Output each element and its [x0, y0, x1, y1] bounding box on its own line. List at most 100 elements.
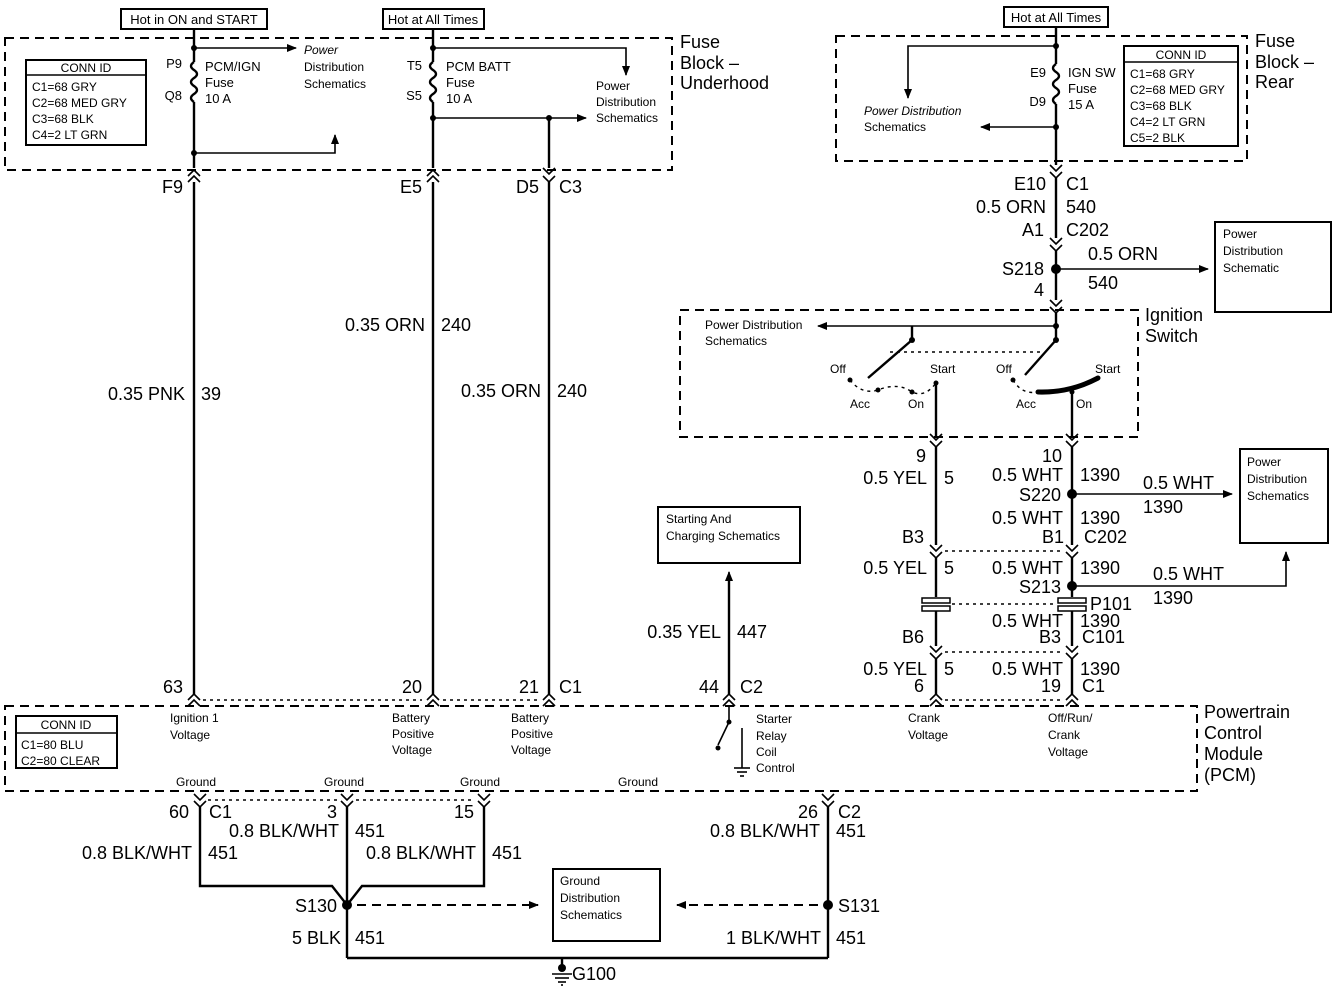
svg-text:39: 39	[201, 384, 221, 404]
svg-text:Power Distribution: Power Distribution	[705, 318, 802, 332]
svg-text:Acc: Acc	[850, 397, 870, 411]
svg-text:C2=68 MED GRY: C2=68 MED GRY	[1130, 83, 1225, 97]
svg-text:60: 60	[169, 802, 189, 822]
svg-text:1390: 1390	[1143, 497, 1183, 517]
svg-text:Schematic: Schematic	[1223, 261, 1279, 275]
svg-text:PCM/IGN: PCM/IGN	[205, 59, 261, 74]
svg-text:Positive: Positive	[392, 727, 434, 741]
svg-text:C3=68 BLK: C3=68 BLK	[1130, 99, 1192, 113]
svg-text:S218: S218	[1002, 259, 1044, 279]
svg-text:5 BLK: 5 BLK	[292, 928, 341, 948]
pin-d5: D5	[516, 177, 539, 197]
g100-ground-icon	[552, 964, 572, 986]
svg-text:Schematics: Schematics	[596, 111, 658, 125]
ign-switch-title-1: Ignition	[1145, 305, 1203, 325]
svg-text:Off: Off	[830, 362, 846, 376]
svg-text:On: On	[908, 397, 924, 411]
svg-text:0.5 YEL: 0.5 YEL	[863, 558, 927, 578]
svg-text:B3: B3	[902, 527, 924, 547]
pcm-module	[4, 705, 1198, 792]
svg-text:S213: S213	[1019, 577, 1061, 597]
pcm-title-2: Control	[1204, 723, 1262, 743]
svg-text:3: 3	[327, 802, 337, 822]
svg-text:CONN ID: CONN ID	[41, 718, 92, 732]
svg-text:Relay: Relay	[756, 729, 787, 743]
svg-text:15 A: 15 A	[1068, 97, 1094, 112]
svg-text:0.5 WHT: 0.5 WHT	[992, 558, 1063, 578]
svg-text:0.5 ORN: 0.5 ORN	[976, 197, 1046, 217]
svg-text:Coil: Coil	[756, 745, 777, 759]
underhood-title-1: Fuse	[680, 32, 720, 52]
svg-text:B1: B1	[1042, 527, 1064, 547]
svg-text:4: 4	[1034, 280, 1044, 300]
svg-text:C1: C1	[1066, 174, 1089, 194]
ign-switch-pds-label: Power Distribution Schematics	[705, 318, 802, 348]
svg-text:0.8 BLK/WHT: 0.8 BLK/WHT	[366, 843, 476, 863]
svg-text:451: 451	[208, 843, 238, 863]
pcm-ground-labels: Ground Ground Ground Ground	[176, 775, 658, 789]
svg-text:0.5 WHT: 0.5 WHT	[992, 508, 1063, 528]
svg-text:0.5 WHT: 0.5 WHT	[1153, 564, 1224, 584]
pcm-title-3: Module	[1204, 744, 1263, 764]
svg-text:447: 447	[737, 622, 767, 642]
svg-text:10: 10	[1042, 446, 1062, 466]
svg-text:C1=80 BLU: C1=80 BLU	[21, 738, 83, 752]
svg-text:0.35 YEL: 0.35 YEL	[647, 622, 721, 642]
svg-text:Schematics: Schematics	[304, 77, 366, 91]
header-hot-on-start: Hot in ON and START	[120, 8, 268, 30]
svg-text:C4=2 LT GRN: C4=2 LT GRN	[1130, 115, 1205, 129]
svg-text:0.8 BLK/WHT: 0.8 BLK/WHT	[82, 843, 192, 863]
svg-text:Positive: Positive	[511, 727, 553, 741]
svg-text:Fuse: Fuse	[1068, 81, 1097, 96]
svg-text:451: 451	[836, 928, 866, 948]
svg-text:451: 451	[355, 928, 385, 948]
svg-text:Distribution: Distribution	[596, 95, 656, 109]
run-chain-labels: 10 0.5 WHT 1390 S220 0.5 WHT 1390 0.5 WH…	[992, 446, 1224, 696]
pcm-conn-id-box: CONN ID C1=80 BLU C2=80 CLEAR	[15, 715, 118, 769]
svg-text:451: 451	[836, 821, 866, 841]
pcm-title-4: (PCM)	[1204, 765, 1256, 785]
svg-text:1 BLK/WHT: 1 BLK/WHT	[726, 928, 821, 948]
right-switch-positions: Off Start Acc On	[996, 362, 1121, 411]
wire-447-label: 0.35 YEL 447	[647, 622, 767, 642]
ign-sw-fuse: E9 D9 IGN SW Fuse 15 A	[1029, 40, 1116, 165]
svg-text:5: 5	[944, 468, 954, 488]
svg-text:Distribution: Distribution	[304, 60, 364, 74]
svg-text:C202: C202	[1066, 220, 1109, 240]
svg-text:Hot in ON and START: Hot in ON and START	[130, 12, 257, 27]
svg-text:C1=68 GRY: C1=68 GRY	[32, 80, 97, 94]
run-pds-box: Power Distribution Schematics	[1239, 448, 1329, 544]
svg-text:0.5 WHT: 0.5 WHT	[992, 659, 1063, 679]
svg-text:6: 6	[914, 676, 924, 696]
svg-text:Q8: Q8	[165, 88, 182, 103]
svg-text:21: 21	[519, 677, 539, 697]
svg-text:5: 5	[944, 659, 954, 679]
left-switch-positions: Off Start Acc On	[830, 362, 956, 411]
header-hot-all-times-underhood: Hot at All Times	[382, 8, 485, 30]
svg-text:Hot at All Times: Hot at All Times	[1011, 10, 1102, 25]
wire-240a-label: 0.35 ORN 240	[345, 315, 471, 335]
svg-text:Acc: Acc	[1016, 397, 1036, 411]
pcm-ign-fuse: P9 Q8 PCM/IGN Fuse 10 A	[165, 42, 261, 168]
ign-switch-title-2: Switch	[1145, 326, 1198, 346]
svg-text:Control: Control	[756, 761, 795, 775]
svg-text:19: 19	[1041, 676, 1061, 696]
svg-text:C2: C2	[740, 677, 763, 697]
svg-text:0.35 ORN: 0.35 ORN	[461, 381, 541, 401]
ignition-switch	[679, 309, 1139, 438]
svg-text:Schematics: Schematics	[705, 334, 767, 348]
pin-f9: F9	[162, 177, 183, 197]
ground-distribution-box: Ground Distribution Schematics	[552, 868, 661, 942]
pcm-pin-labels: 63 20 21 C1 44 C2	[163, 677, 763, 697]
svg-text:0.5 WHT: 0.5 WHT	[992, 465, 1063, 485]
svg-text:C1: C1	[559, 677, 582, 697]
header-hot-all-times-rear: Hot at All Times	[1003, 6, 1109, 28]
svg-text:T5: T5	[407, 58, 422, 73]
svg-text:Crank: Crank	[908, 711, 941, 725]
svg-text:P101: P101	[1090, 594, 1132, 614]
ign-feed-labels: E10 C1 0.5 ORN 540 A1 C202 S218 4 0.5 OR…	[976, 174, 1158, 300]
svg-text:IGN SW: IGN SW	[1068, 65, 1116, 80]
rear-pds-label: Power Distribution Schematics	[864, 104, 962, 134]
svg-text:10 A: 10 A	[446, 91, 472, 106]
svg-text:P9: P9	[166, 56, 182, 71]
